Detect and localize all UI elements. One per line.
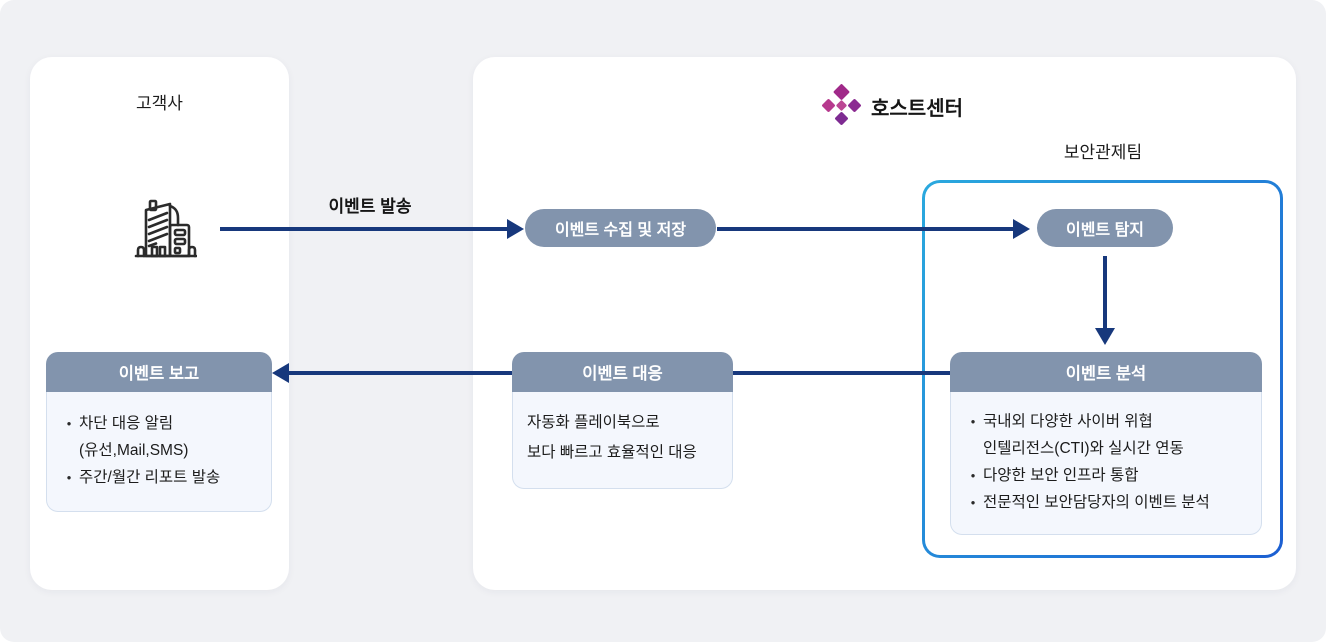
event-analysis-body: ● 국내외 다양한 사이버 위협 인텔리전스(CTI)와 실시간 연동 ● 다양… (950, 392, 1262, 535)
bullet-dot-icon: ● (66, 473, 72, 482)
analysis-bullet-1: ● 국내외 다양한 사이버 위협 (963, 408, 1253, 435)
hostcenter-logo-icon (820, 84, 862, 133)
event-response-box: 이벤트 대응 자동화 플레이북으로 보다 빠르고 효율적인 대응 (512, 352, 733, 489)
arrow-detect-to-analysis-line (1103, 256, 1107, 330)
event-response-body: 자동화 플레이북으로 보다 빠르고 효율적인 대응 (512, 392, 733, 489)
arrow-detect-to-analysis-head-icon (1095, 328, 1115, 345)
report-bullet-1-cont: (유선,Mail,SMS) (79, 442, 189, 459)
arrow-collect-to-detect-head-icon (1013, 219, 1030, 239)
analysis-bullet-2-text: 다양한 보안 인프라 통합 (983, 467, 1139, 484)
arrow-send-head-icon (507, 219, 524, 239)
security-team-label: 보안관제팀 (1063, 143, 1143, 162)
arrow-send-label: 이벤트 발송 (328, 197, 412, 216)
arrow-response-to-report-head-icon (272, 363, 289, 383)
event-report-box: 이벤트 보고 ● 차단 대응 알림 (유선,Mail,SMS) ● 주간/월간 … (46, 352, 272, 512)
analysis-bullet-1-cont: 인텔리전스(CTI)와 실시간 연동 (983, 440, 1184, 457)
arrow-collect-to-detect-line (717, 227, 1016, 231)
report-bullet-2: ● 주간/월간 리포트 발송 (59, 464, 261, 491)
analysis-bullet-3: ● 전문적인 보안담당자의 이벤트 분석 (963, 489, 1253, 516)
bullet-dot-icon: ● (970, 498, 976, 507)
bullet-dot-icon: ● (66, 419, 72, 428)
hostcenter-title: 호스트센터 (871, 97, 963, 120)
bullet-dot-icon: ● (970, 417, 976, 426)
event-report-body: ● 차단 대응 알림 (유선,Mail,SMS) ● 주간/월간 리포트 발송 (46, 392, 272, 512)
event-response-header: 이벤트 대응 (512, 352, 733, 392)
report-bullet-2-text: 주간/월간 리포트 발송 (79, 469, 221, 486)
analysis-bullet-2: ● 다양한 보안 인프라 통합 (963, 462, 1253, 489)
report-bullet-1-text: 차단 대응 알림 (79, 415, 174, 432)
response-line-1: 자동화 플레이북으로 (527, 414, 660, 431)
event-analysis-header: 이벤트 분석 (950, 352, 1262, 392)
event-collect-pill: 이벤트 수집 및 저장 (525, 209, 716, 247)
analysis-bullet-3-text: 전문적인 보안담당자의 이벤트 분석 (983, 494, 1210, 511)
event-detect-pill: 이벤트 탐지 (1037, 209, 1173, 247)
hostcenter-header: 호스트센터 (820, 84, 963, 133)
report-bullet-1: ● 차단 대응 알림 (59, 410, 261, 437)
analysis-bullet-1-text: 국내외 다양한 사이버 위협 (983, 413, 1153, 430)
building-icon (123, 192, 198, 271)
customer-card-title: 고객사 (136, 94, 183, 113)
response-line-2: 보다 빠르고 효율적인 대응 (527, 444, 697, 461)
event-report-header: 이벤트 보고 (46, 352, 272, 392)
event-analysis-box: 이벤트 분석 ● 국내외 다양한 사이버 위협 인텔리전스(CTI)와 실시간 … (950, 352, 1262, 535)
bullet-dot-icon: ● (970, 471, 976, 480)
arrow-send-line (220, 227, 510, 231)
